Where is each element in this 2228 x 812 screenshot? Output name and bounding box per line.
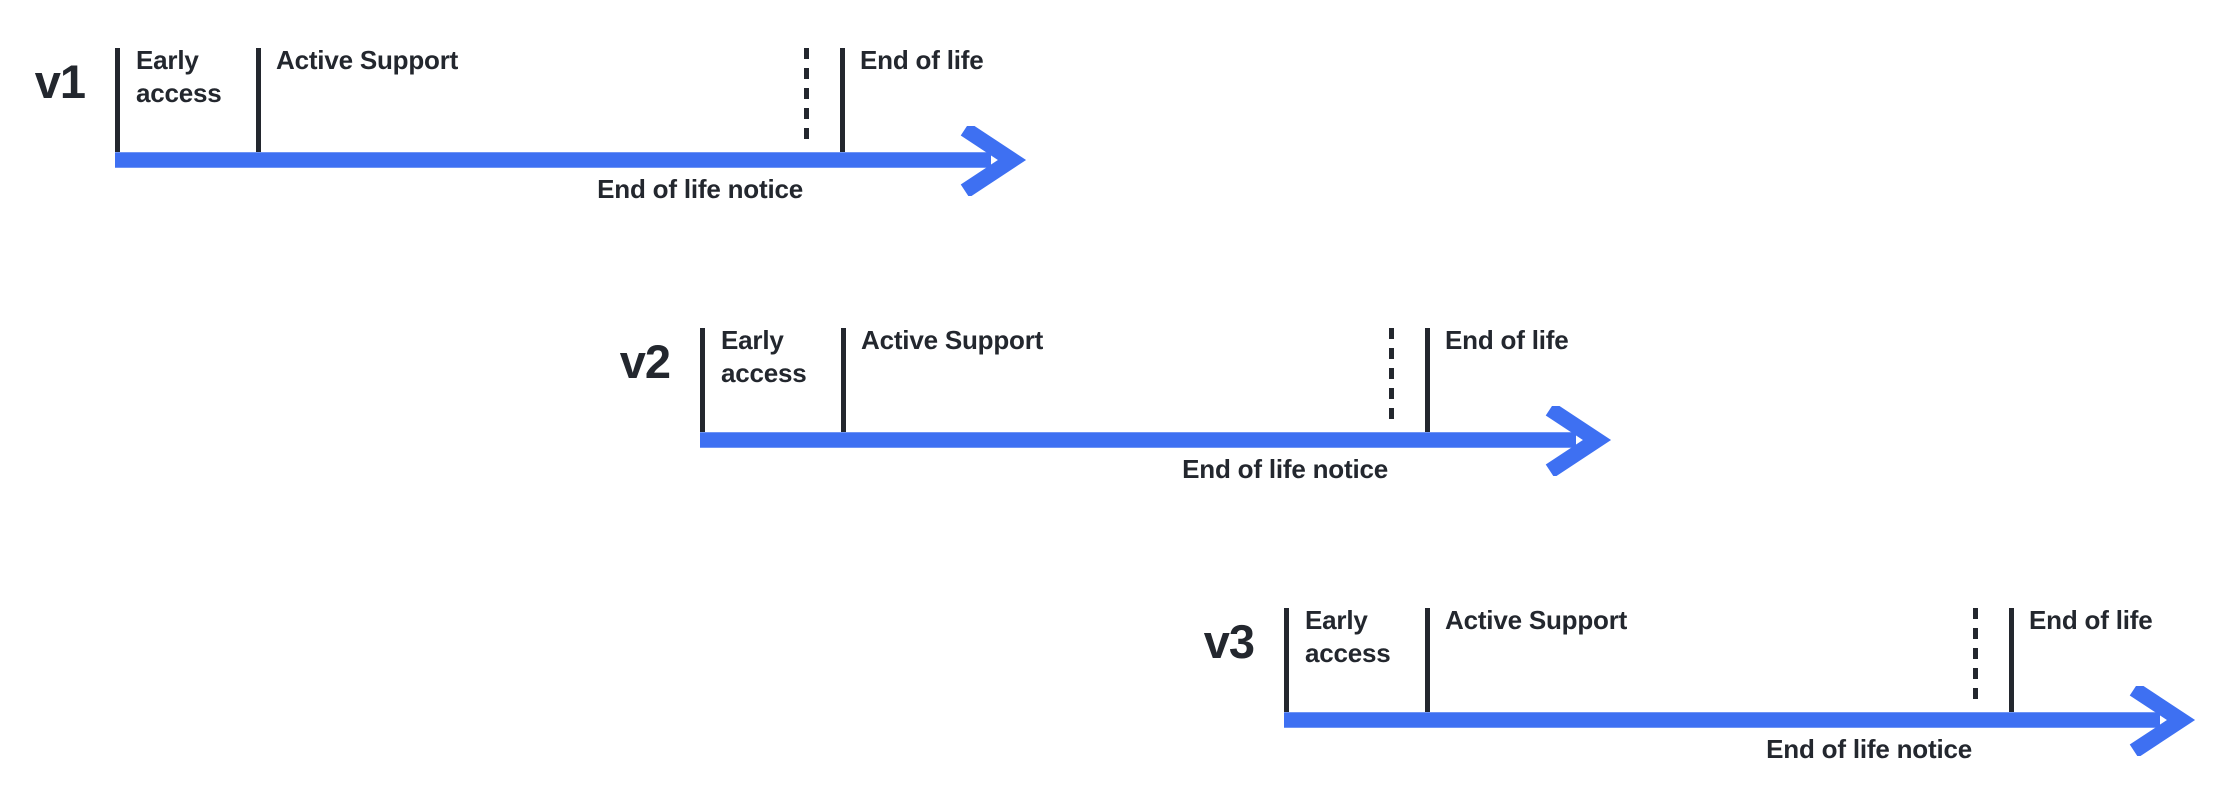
end-of-life-label: End of life bbox=[2029, 605, 2153, 635]
timeline-arrow-icon bbox=[700, 406, 1612, 476]
version-label: v2 bbox=[619, 335, 671, 388]
timeline-v1: v1 Early access Active Support End of li… bbox=[35, 45, 1077, 223]
end-of-life-tick bbox=[840, 48, 845, 152]
early-access-start-tick bbox=[115, 48, 120, 152]
early-access-label: Early access bbox=[721, 325, 807, 388]
active-support-start-tick bbox=[256, 48, 261, 152]
end-of-life-tick bbox=[1425, 328, 1430, 432]
active-support-label: Active Support bbox=[861, 325, 1044, 355]
eol-notice-dashed-line bbox=[804, 48, 809, 148]
eol-notice-dashed-line bbox=[1973, 608, 1978, 708]
active-support-start-tick bbox=[1425, 608, 1430, 712]
active-support-label: Active Support bbox=[276, 45, 459, 75]
version-label: v1 bbox=[34, 55, 86, 108]
timeline-v3: v3 Early access Active Support End of li… bbox=[1204, 605, 2228, 783]
version-label: v3 bbox=[1203, 615, 1255, 668]
end-of-life-label: End of life bbox=[860, 45, 984, 75]
early-access-label: Early access bbox=[1305, 605, 1391, 668]
early-access-start-tick bbox=[700, 328, 705, 432]
timeline-arrow-icon bbox=[115, 126, 1027, 196]
early-access-label: Early access bbox=[136, 45, 222, 108]
eol-notice-dashed-line bbox=[1389, 328, 1394, 428]
timeline-v2: v2 Early access Active Support End of li… bbox=[620, 325, 1662, 503]
end-of-life-label: End of life bbox=[1445, 325, 1569, 355]
end-of-life-tick bbox=[2009, 608, 2014, 712]
end-of-life-notice-label: End of life notice bbox=[1182, 454, 1388, 484]
active-support-start-tick bbox=[841, 328, 846, 432]
active-support-label: Active Support bbox=[1445, 605, 1628, 635]
end-of-life-notice-label: End of life notice bbox=[1766, 734, 1972, 764]
end-of-life-notice-label: End of life notice bbox=[597, 174, 803, 204]
early-access-start-tick bbox=[1284, 608, 1289, 712]
timeline-arrow-icon bbox=[1284, 686, 2196, 756]
